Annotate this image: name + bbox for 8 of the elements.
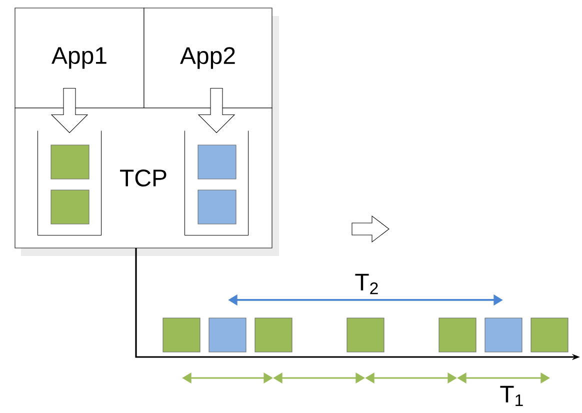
queue-container <box>37 130 102 236</box>
period-label: T$_{2}$ <box>355 274 378 294</box>
hollow-arrow <box>50 88 88 134</box>
app-box: App1 <box>14 8 144 108</box>
queue-container <box>184 130 249 236</box>
period-label: T$_{1}$ <box>500 386 523 406</box>
hollow-arrow <box>198 88 236 134</box>
app-box: App2 <box>144 8 272 108</box>
